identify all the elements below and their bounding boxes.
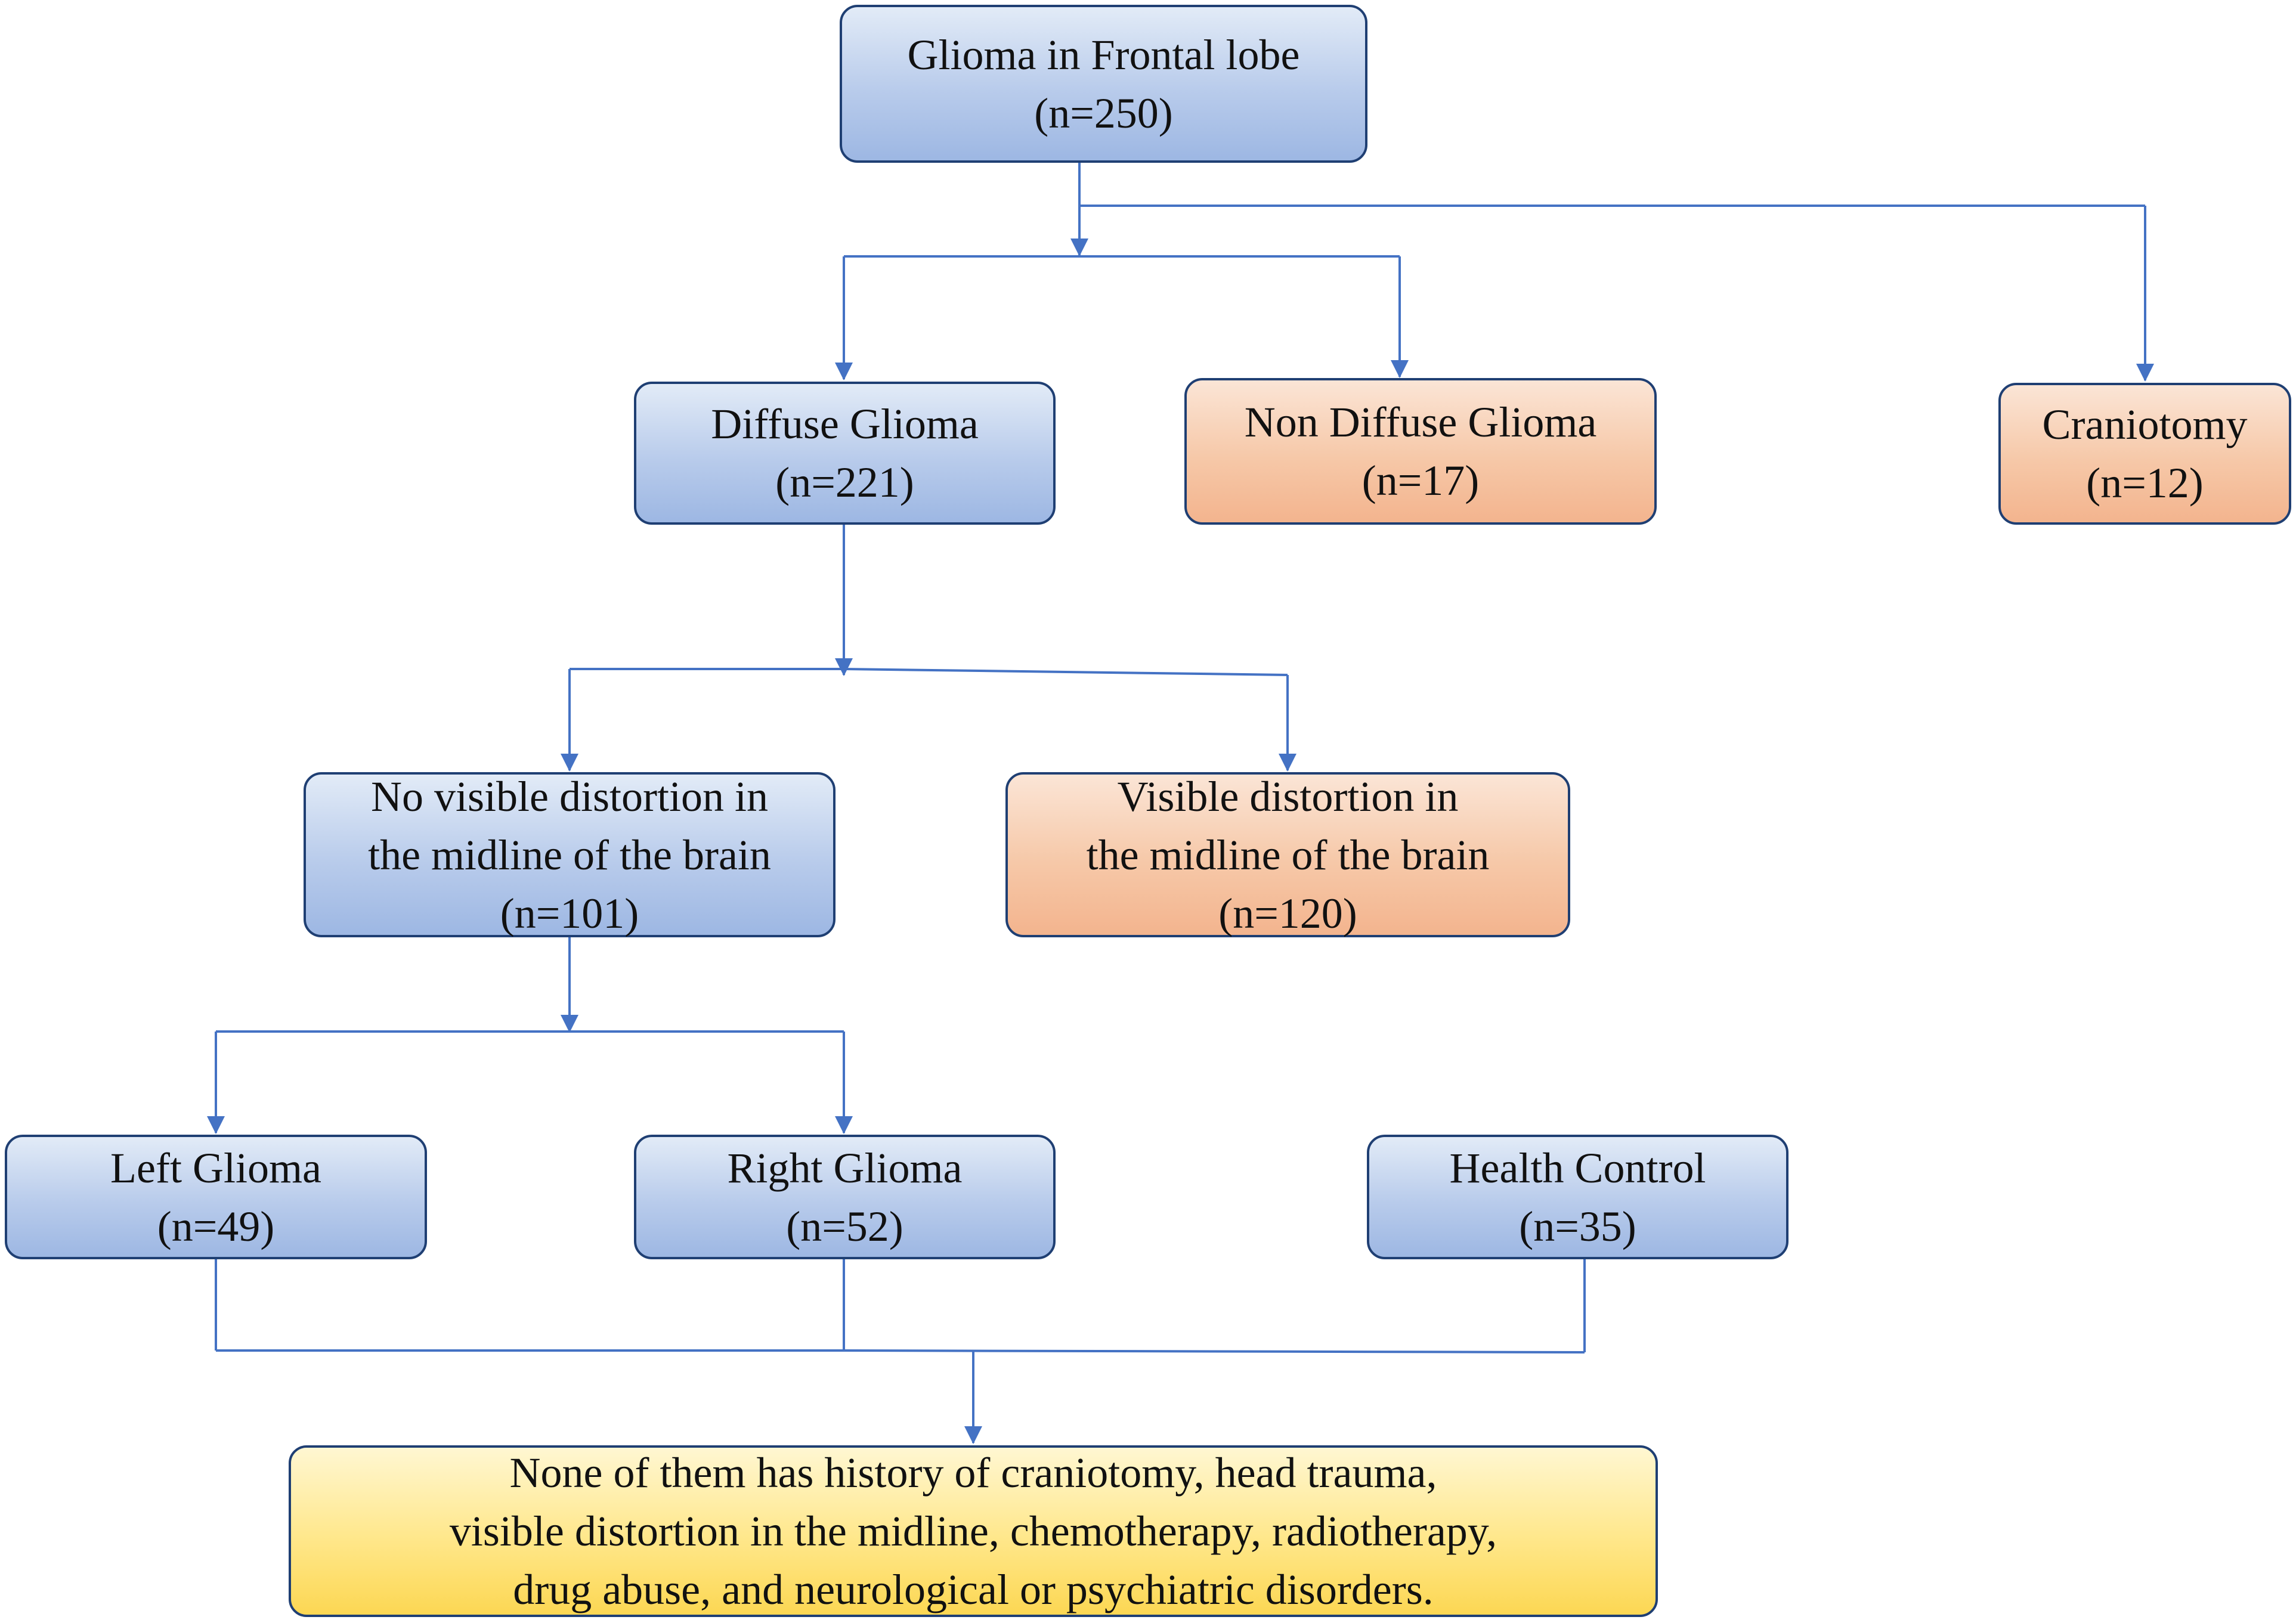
node-glioma-frontal-lobe: Glioma in Frontal lobe (n=250): [840, 5, 1367, 163]
criteria-line-3: drug abuse, and neurological or psychiat…: [513, 1566, 1434, 1613]
node-label-line-2: the midline of the brain: [368, 831, 771, 879]
node-label-line-1: No visible distortion in: [371, 772, 768, 820]
node-health-control: Health Control (n=35): [1367, 1135, 1788, 1259]
node-label: Diffuse Glioma: [711, 400, 979, 448]
node-count: (n=17): [1361, 457, 1480, 504]
node-label: Non Diffuse Glioma: [1244, 398, 1597, 446]
node-count: (n=221): [775, 459, 914, 506]
node-label: Health Control: [1449, 1144, 1706, 1192]
node-label: Craniotomy: [2042, 401, 2248, 448]
node-count: (n=12): [2086, 459, 2204, 507]
node-count: (n=250): [1034, 89, 1173, 137]
node-count: (n=101): [500, 889, 639, 937]
node-count: (n=35): [1519, 1202, 1636, 1250]
node-label-line-1: Visible distortion in: [1117, 772, 1459, 820]
node-diffuse-glioma: Diffuse Glioma (n=221): [634, 382, 1056, 525]
node-label: Glioma in Frontal lobe: [907, 30, 1300, 79]
node-count: (n=52): [786, 1202, 903, 1250]
node-exclusion-criteria: None of them has history of craniotomy, …: [289, 1445, 1658, 1617]
node-label-line-2: the midline of the brain: [1086, 831, 1490, 879]
edge-merge-h: [216, 1349, 1585, 1353]
node-left-glioma: Left Glioma (n=49): [5, 1135, 427, 1259]
edge-level3-h: [570, 668, 1288, 676]
criteria-line-2: visible distortion in the midline, chemo…: [449, 1507, 1497, 1555]
criteria-line-1: None of them has history of craniotomy, …: [509, 1449, 1437, 1497]
node-label: Left Glioma: [110, 1144, 321, 1192]
node-craniotomy: Craniotomy (n=12): [1998, 383, 2291, 525]
node-no-visible-distortion: No visible distortion in the midline of …: [304, 772, 836, 937]
node-non-diffuse-glioma: Non Diffuse Glioma (n=17): [1184, 378, 1657, 525]
node-right-glioma: Right Glioma (n=52): [634, 1135, 1056, 1259]
node-label: Right Glioma: [727, 1144, 963, 1192]
node-visible-distortion: Visible distortion in the midline of the…: [1005, 772, 1570, 937]
node-count: (n=49): [157, 1202, 275, 1250]
node-count: (n=120): [1218, 889, 1357, 937]
